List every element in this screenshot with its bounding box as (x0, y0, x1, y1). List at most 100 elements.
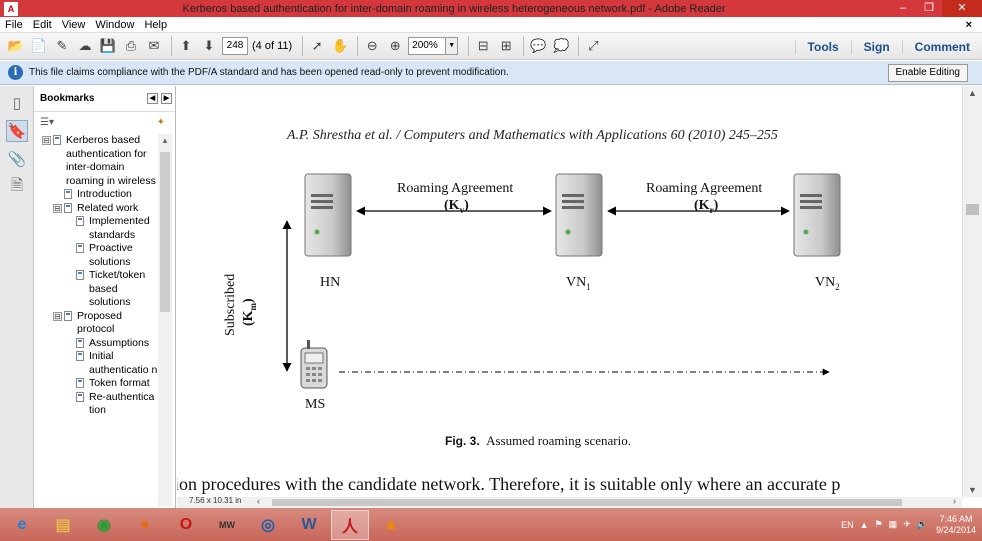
bookmark-item[interactable]: Implemented standards (34, 215, 160, 242)
tools-link[interactable]: Tools (794, 39, 851, 54)
bookmark-item[interactable]: Assumptions (34, 337, 160, 351)
zoom-level-input[interactable]: 200% (408, 37, 447, 55)
vlc-icon[interactable]: ▲ (383, 515, 399, 533)
new-bookmark-icon[interactable]: ✦ (156, 116, 165, 128)
bookmark-icon (53, 135, 61, 145)
bookmark-icon (76, 243, 84, 253)
bookmark-item[interactable]: Ticket/token based solutions (34, 269, 160, 310)
bookmark-item[interactable]: Proactive solutions (34, 242, 160, 269)
print-icon[interactable]: ⎙ (125, 38, 137, 53)
server-hn (304, 173, 352, 257)
email-icon[interactable]: ✉ (148, 38, 160, 53)
bookmark-item[interactable]: ⊟Proposed protocol (53, 309, 122, 335)
clock[interactable]: 7:46 AM 9/24/2014 (935, 513, 976, 535)
zoom-dropdown-icon[interactable]: ▼ (446, 37, 459, 55)
body-text-line: ion procedures with the candidate networ… (177, 474, 841, 494)
scroll-left-icon[interactable]: ‹ (257, 496, 260, 506)
scroll-down-icon[interactable]: ▼ (968, 485, 977, 495)
enable-editing-button[interactable]: Enable Editing (887, 64, 968, 82)
menu-edit[interactable]: Edit (32, 18, 52, 31)
volume-icon[interactable]: 🔈 (916, 519, 928, 529)
menu-help[interactable]: Help (144, 18, 168, 31)
adobe-reader-icon: A (4, 1, 18, 16)
flag-icon[interactable]: ⚑ (874, 519, 883, 529)
menu-view[interactable]: View (61, 18, 86, 31)
create-pdf-icon[interactable]: 📄 (30, 38, 48, 53)
restore-button[interactable]: ❐ (924, 2, 934, 14)
zoom-out-icon[interactable]: ⊖ (366, 38, 378, 53)
mw-game-icon[interactable]: MW (219, 519, 235, 530)
bookmark-item[interactable]: ⊟Kerberos based authentication for inter… (42, 134, 156, 187)
open-icon[interactable]: 📂 (7, 38, 25, 53)
options-dropdown-icon[interactable]: ☰▾ (40, 116, 54, 128)
expand-panel-icon[interactable]: ▶ (161, 93, 172, 104)
language-indicator[interactable]: EN (841, 519, 854, 530)
horizontal-scroll-thumb[interactable] (272, 499, 902, 506)
info-icon: i (8, 65, 23, 80)
firefox-icon[interactable]: ● (140, 515, 150, 533)
bookmark-item[interactable]: ⊟Related work (53, 201, 139, 214)
show-hidden-icons-icon[interactable]: ▲ (859, 519, 869, 530)
menu-window[interactable]: Window (95, 18, 135, 31)
page-thumbnails-icon[interactable]: ▯ (12, 95, 22, 112)
bookmark-icon (76, 337, 84, 348)
bookmark-item[interactable]: Introduction (34, 188, 160, 202)
network-icon[interactable]: ▦ (888, 519, 898, 529)
attachments-icon[interactable]: 📎 (7, 151, 27, 168)
internet-explorer-icon[interactable]: e (17, 515, 27, 533)
zoom-in-icon[interactable]: ⊕ (389, 38, 401, 53)
bookmarks-icon[interactable]: 🔖 (6, 120, 28, 142)
signatures-icon[interactable]: 🗎 (10, 176, 24, 194)
link2-label: Roaming Agreement (646, 181, 763, 196)
word-icon[interactable]: W (301, 515, 317, 533)
bookmarks-scrollbar[interactable]: ▲ (158, 134, 172, 506)
document-view: A.P. Shrestha et al. / Computers and Mat… (177, 86, 962, 497)
fit-width-icon[interactable]: ⊞ (500, 38, 512, 53)
edit-icon[interactable]: ✎ (56, 38, 68, 53)
bookmark-icon (64, 310, 72, 321)
bookmark-icon (76, 270, 84, 280)
bookmark-item[interactable]: Initial authenticatio n (34, 350, 160, 377)
bookmark-item[interactable]: Re-authentica tion (34, 391, 160, 418)
link1-key: (Kv) (444, 198, 469, 215)
adobe-reader-taskbar-icon[interactable]: 人 (331, 509, 369, 540)
scroll-thumb[interactable] (966, 204, 979, 215)
page-size-label: 7.56 x 10.31 in (189, 496, 242, 505)
hand-tool-icon[interactable]: ✋ (332, 38, 349, 53)
fit-page-icon[interactable]: ⊟ (477, 38, 489, 53)
select-tool-icon[interactable]: ➚ (311, 38, 323, 53)
node-vn1-label: VN1 (566, 275, 591, 292)
collapse-panel-icon[interactable]: ◀ (147, 93, 158, 104)
bookmark-item[interactable]: Token format (34, 377, 160, 391)
node-ms-label: MS (305, 397, 326, 412)
server-vn2 (793, 173, 841, 257)
link1-label: Roaming Agreement (397, 181, 514, 196)
next-page-icon[interactable]: ⬇ (203, 38, 215, 53)
scroll-right-icon[interactable]: › (953, 496, 956, 506)
close-button[interactable]: ✕ (942, 0, 982, 17)
menu-file[interactable]: File (5, 18, 23, 31)
subscription-label: Subscribed (223, 273, 238, 336)
bookmark-icon (76, 391, 84, 402)
chrome-icon[interactable]: ◉ (97, 516, 111, 534)
previous-page-icon[interactable]: ⬆ (180, 38, 192, 53)
opera-icon[interactable]: O (179, 515, 193, 533)
document-horizontal-scrollbar[interactable]: 7.56 x 10.31 in ‹ › (177, 496, 962, 508)
minimize-button[interactable]: – (899, 2, 907, 14)
comment-link[interactable]: Comment (901, 39, 982, 54)
app-7-icon[interactable]: ◎ (261, 516, 275, 534)
document-vertical-scrollbar[interactable]: ▲ ▼ (962, 86, 982, 497)
save-icon[interactable]: 💾 (99, 38, 117, 53)
highlight-icon[interactable]: 💭 (553, 38, 570, 53)
cloud-icon[interactable]: ☁ (78, 38, 92, 53)
sign-link[interactable]: Sign (850, 39, 902, 54)
page-number-input[interactable]: 248 (222, 37, 248, 55)
title-bar: A Kerberos based authentication for inte… (0, 0, 982, 17)
full-screen-icon[interactable]: ⤢ (587, 38, 599, 53)
comment-bubble-icon[interactable]: 💬 (530, 38, 547, 53)
bookmark-list: ⊟Kerberos based authentication for inter… (34, 134, 160, 508)
scroll-up-icon[interactable]: ▲ (968, 88, 977, 98)
airplane-icon[interactable]: ✈ (903, 519, 911, 529)
close-document-button[interactable]: × (965, 18, 972, 31)
file-explorer-icon[interactable]: ▤ (55, 516, 71, 534)
